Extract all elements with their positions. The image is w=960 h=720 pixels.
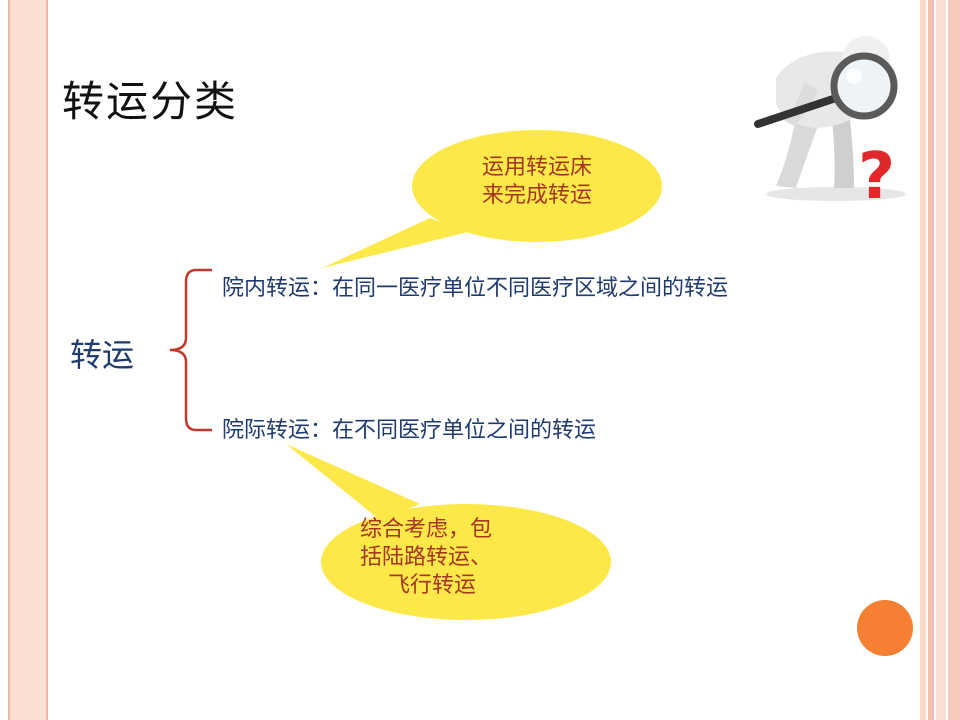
- callout-bottom-line: 飞行转运: [388, 573, 477, 598]
- callout-top-line: 来完成转运: [481, 183, 592, 208]
- left-decorative-border: [8, 0, 48, 720]
- accent-dot: [857, 600, 913, 656]
- callout-bubble-top: [322, 130, 662, 268]
- right-decorative-border: [920, 0, 960, 720]
- root-label: 转运: [70, 336, 135, 374]
- callout-text-bottom: 综合考虑，包 括陆路转运、 飞行转运: [360, 516, 580, 600]
- callout-bottom-line: 综合考虑，包: [360, 517, 493, 542]
- curly-brace: [169, 268, 212, 432]
- callout-bubble-bottom: [286, 444, 611, 620]
- slide-title: 转运分类: [62, 77, 239, 126]
- callout-text-top: 运用转运床 来完成转运: [452, 154, 622, 210]
- branch-inter-hospital: 院际转运：在不同医疗单位之间的转运: [222, 418, 597, 443]
- callout-bottom-line: 括陆路转运、: [360, 545, 493, 570]
- question-mark-icon: ?: [858, 140, 895, 204]
- branch-intra-hospital: 院内转运：在同一医疗单位不同医疗区域之间的转运: [222, 276, 729, 301]
- magnifier-person-icon: ?: [736, 8, 936, 214]
- callout-top-line: 运用转运床: [481, 155, 592, 180]
